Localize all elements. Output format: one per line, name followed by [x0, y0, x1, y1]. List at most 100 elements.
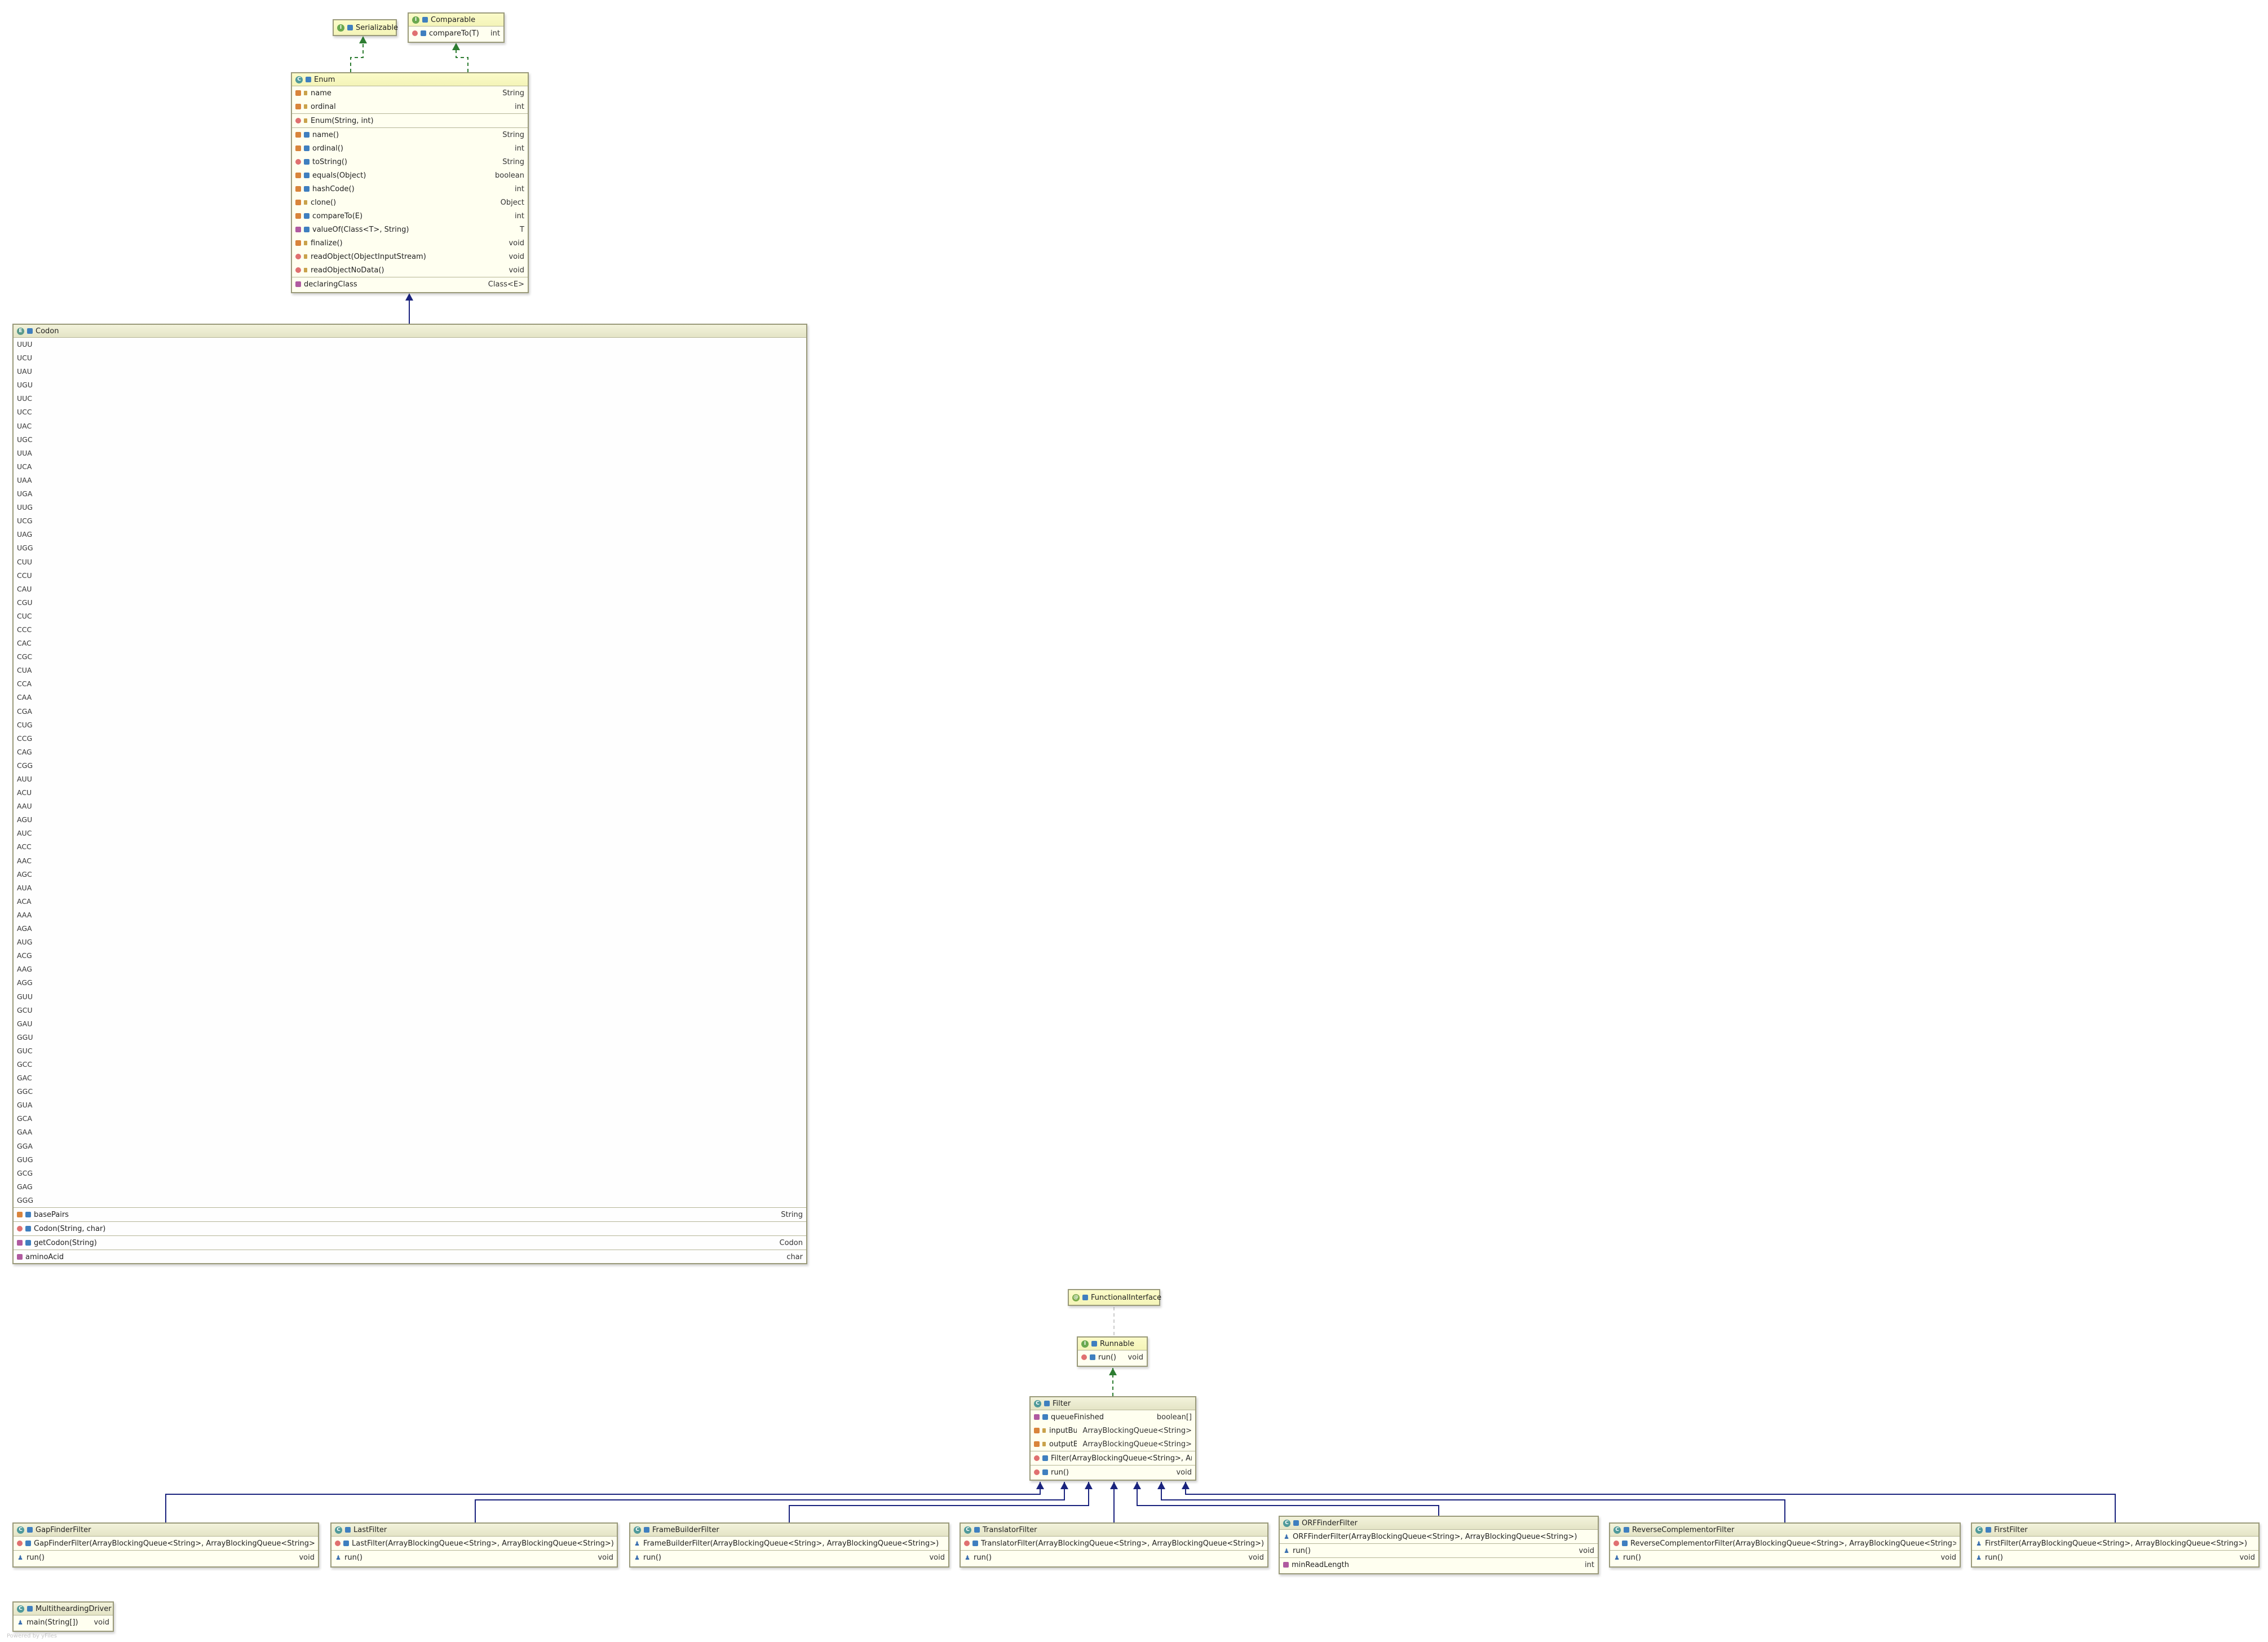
method-row[interactable]: ♟run()void [1976, 1553, 2255, 1562]
enum-constant-row[interactable]: AGC [17, 869, 32, 879]
enum-constant-row[interactable]: GAG [17, 1182, 33, 1191]
method-row[interactable]: getCodon(String)Codon [14, 1236, 806, 1250]
enum-constant-row[interactable]: UCG [17, 517, 33, 526]
method-row[interactable]: ♟run()void [1614, 1553, 1956, 1562]
enum-constant-row[interactable]: UGA [17, 489, 33, 498]
enum-constant-row[interactable]: CUC [17, 611, 32, 620]
enum-constant-row[interactable]: GGA [17, 1141, 33, 1150]
enum-constant-row[interactable]: AUG [17, 938, 33, 947]
enum-constant-row[interactable]: AAG [17, 965, 32, 974]
last-filter-class[interactable]: C LastFilter LastFilter(ArrayBlockingQue… [330, 1522, 618, 1568]
first-filter-class[interactable]: C FirstFilter ♟FirstFilter(ArrayBlocking… [1971, 1522, 2260, 1568]
method-row[interactable]: ♟run()void [17, 1553, 315, 1562]
orf-finder-filter-class[interactable]: C ORFFinderFilter ♟ORFFinderFilter(Array… [1279, 1516, 1599, 1574]
enum-constant-row[interactable]: ACU [17, 788, 32, 797]
enum-constant-row[interactable]: ACA [17, 897, 32, 906]
enum-constant-row[interactable]: CAA [17, 693, 32, 702]
enum-constant-row[interactable]: CUG [17, 720, 33, 729]
method-row[interactable]: ♟run()void [335, 1553, 613, 1562]
enum-constant-row[interactable]: UUU [17, 340, 33, 348]
enum-constant-row[interactable]: UUG [17, 503, 33, 512]
method-row[interactable]: toString()String [292, 155, 528, 169]
enum-constant-row[interactable]: AUC [17, 829, 32, 838]
enum-constant-row[interactable]: AGG [17, 978, 33, 987]
enum-constant-row[interactable]: GAC [17, 1074, 32, 1083]
enum-constant-row[interactable]: UCA [17, 462, 32, 471]
enum-constant-row[interactable]: CUU [17, 557, 33, 566]
enum-constant-row[interactable]: GCU [17, 1005, 33, 1014]
multitheading-driver-class[interactable]: C MultitheardingDriver ♟main(String[])vo… [12, 1601, 114, 1632]
constructor-row[interactable]: Codon(String, char) [14, 1222, 806, 1235]
enum-constant-row[interactable]: UUC [17, 394, 33, 403]
method-row[interactable]: compareTo(T)int [409, 27, 503, 40]
method-row[interactable]: readObjectNoData()void [292, 263, 528, 277]
method-row[interactable]: ♟main(String[])void [17, 1618, 109, 1627]
enum-constant-row[interactable]: AGA [17, 924, 32, 933]
enum-constant-row[interactable]: UGC [17, 435, 33, 444]
enum-constant-row[interactable]: GGC [17, 1087, 33, 1096]
enum-constant-row[interactable]: AUU [17, 775, 32, 783]
enum-constant-row[interactable]: CGU [17, 598, 33, 607]
field-row[interactable]: inputBufferArrayBlockingQueue<String> [1031, 1424, 1195, 1437]
method-row[interactable]: finalize()void [292, 236, 528, 250]
method-row[interactable]: name()String [292, 128, 528, 142]
comparable-interface[interactable]: I Comparable compareTo(T)int [408, 12, 505, 43]
enum-constant-row[interactable]: GGG [17, 1195, 34, 1204]
enum-constant-row[interactable]: UCU [17, 354, 33, 363]
constructor-row[interactable]: Filter(ArrayBlockingQueue<String>, Array… [1031, 1451, 1195, 1465]
method-row[interactable]: equals(Object)boolean [292, 169, 528, 182]
method-row[interactable]: valueOf(Class<T>, String)T [292, 223, 528, 236]
enum-constant-row[interactable]: CGG [17, 761, 33, 770]
constructor-row[interactable]: Enum(String, int) [292, 114, 528, 127]
constructor-row[interactable]: GapFinderFilter(ArrayBlockingQueue<Strin… [14, 1537, 318, 1550]
enum-constant-row[interactable]: UAG [17, 530, 33, 539]
enum-constant-row[interactable]: CAC [17, 639, 32, 648]
constructor-row[interactable]: ♟FrameBuilderFilter(ArrayBlockingQueue<S… [634, 1539, 939, 1548]
enum-constant-row[interactable]: CCA [17, 679, 32, 688]
enum-constant-row[interactable]: CGC [17, 652, 33, 661]
field-row[interactable]: outputBufferArrayBlockingQueue<String> [1031, 1437, 1195, 1451]
enum-constant-row[interactable]: GAU [17, 1019, 33, 1028]
enum-constant-row[interactable]: UAC [17, 421, 32, 430]
reverse-complementor-filter-class[interactable]: C ReverseComplementorFilter ReverseCompl… [1609, 1522, 1961, 1568]
enum-constant-row[interactable]: AGU [17, 815, 33, 824]
enum-constant-row[interactable]: UGG [17, 544, 33, 553]
constructor-row[interactable]: LastFilter(ArrayBlockingQueue<String>, A… [331, 1537, 617, 1550]
enum-constant-row[interactable]: UAU [17, 367, 32, 376]
enum-constant-row[interactable]: AAU [17, 802, 32, 811]
enum-constant-row[interactable]: GUG [17, 1155, 33, 1164]
functional-interface-annotation[interactable]: @ FunctionalInterface [1068, 1289, 1161, 1306]
serializable-interface[interactable]: I Serializable [333, 19, 398, 36]
enum-constant-row[interactable]: CCG [17, 734, 33, 743]
enum-constant-row[interactable]: GUA [17, 1101, 33, 1110]
method-row[interactable]: ♟run()void [1284, 1546, 1594, 1555]
gap-finder-filter-class[interactable]: C GapFinderFilter GapFinderFilter(ArrayB… [12, 1522, 319, 1568]
enum-constant-row[interactable]: CGA [17, 707, 32, 716]
enum-constant-row[interactable]: GUC [17, 1046, 33, 1055]
constructor-row[interactable]: ♟ORFFinderFilter(ArrayBlockingQueue<Stri… [1284, 1532, 1577, 1541]
translator-filter-class[interactable]: C TranslatorFilter TranslatorFilter(Arra… [960, 1522, 1268, 1568]
enum-constant-row[interactable]: ACC [17, 842, 32, 851]
enum-constant-row[interactable]: CAU [17, 584, 32, 593]
enum-constant-row[interactable]: CCU [17, 571, 32, 580]
enum-constant-row[interactable]: UUA [17, 448, 32, 457]
enum-constant-row[interactable]: CCC [17, 625, 32, 634]
constructor-row[interactable]: ReverseComplementorFilter(ArrayBlockingQ… [1610, 1537, 1960, 1550]
frame-builder-filter-class[interactable]: C FrameBuilderFilter ♟FrameBuilderFilter… [629, 1522, 949, 1568]
enum-constant-row[interactable]: GUU [17, 992, 33, 1001]
method-row[interactable]: ♟run()void [634, 1553, 945, 1562]
enum-constant-row[interactable]: ACG [17, 951, 32, 960]
enum-constant-row[interactable]: UAA [17, 475, 32, 484]
constructor-row[interactable]: TranslatorFilter(ArrayBlockingQueue<Stri… [961, 1537, 1267, 1550]
enum-constant-row[interactable]: UGU [17, 381, 33, 390]
method-row[interactable]: compareTo(E)int [292, 209, 528, 223]
method-row[interactable]: clone()Object [292, 196, 528, 209]
enum-constant-row[interactable]: CAG [17, 747, 32, 756]
